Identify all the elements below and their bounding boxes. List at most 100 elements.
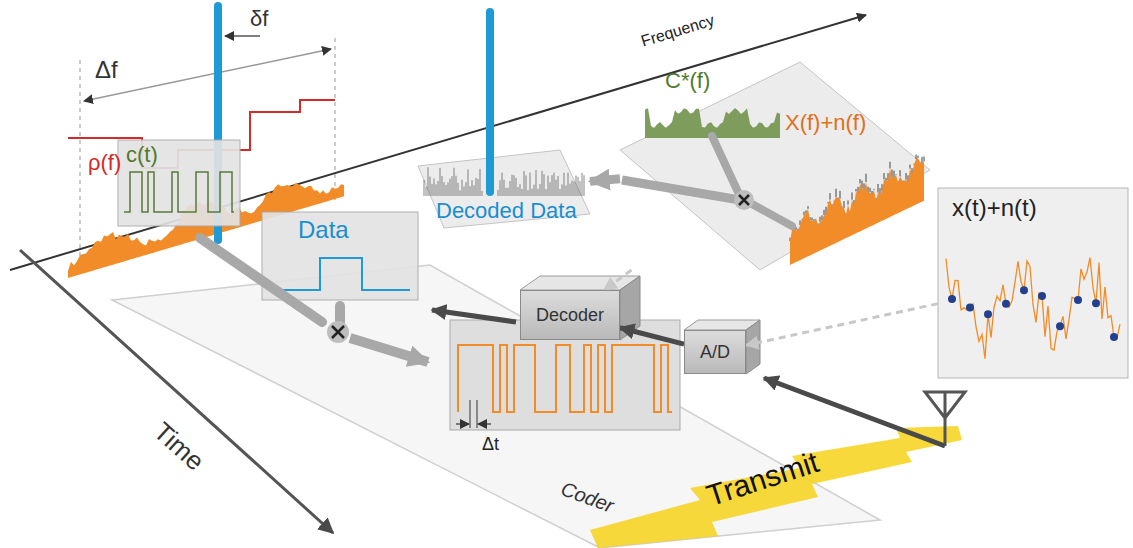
- sample-dot: [1020, 286, 1028, 294]
- noise-floor: [450, 179, 451, 196]
- noise-spectrum: [910, 165, 911, 169]
- sample-dot: [1110, 333, 1118, 341]
- noise-floor: [540, 184, 541, 196]
- noise-spectrum: [880, 188, 881, 194]
- data-wave: [270, 258, 410, 290]
- panel-title: c(t): [126, 142, 158, 167]
- panel-title: X(f)+n(f): [785, 110, 866, 135]
- noise-floor: [552, 175, 553, 196]
- noise-floor: [460, 190, 461, 196]
- noise-spectrum: [884, 173, 885, 179]
- code-wave: [124, 172, 234, 212]
- transmit-band: [590, 426, 962, 548]
- noise-floor: [434, 179, 435, 196]
- tick-line: [477, 400, 478, 428]
- noise-floor: [452, 176, 453, 196]
- noise-floor: [470, 186, 471, 196]
- sample-dot: [1056, 322, 1064, 330]
- noise-spectrum: [840, 191, 841, 199]
- noise-floor: [472, 180, 473, 196]
- noise-spectrum: [866, 174, 867, 182]
- noise-floor: [574, 182, 575, 196]
- dimension-label: Δt: [482, 434, 499, 455]
- connector-arrow: [746, 304, 938, 346]
- noise-floor: [456, 176, 457, 196]
- antenna-feed: [764, 378, 945, 446]
- noise-floor: [548, 176, 549, 196]
- noise-floor: [514, 175, 515, 196]
- noise-floor: [546, 189, 547, 196]
- code-panel: c(t): [118, 140, 240, 226]
- noise-floor: [526, 175, 527, 196]
- panel-title: x(t)+n(t): [952, 194, 1037, 222]
- panel-title: Decoded Data: [436, 198, 577, 223]
- noise-spectrum: [860, 179, 861, 183]
- noise-floor: [518, 187, 519, 196]
- noise-floor: [556, 180, 557, 196]
- guide-line: [335, 38, 336, 200]
- noise-floor: [500, 180, 501, 196]
- noise-floor: [476, 178, 477, 196]
- decoder-box: Decoder: [520, 290, 620, 340]
- noise-spectrum: [906, 173, 907, 180]
- sample-dot: [966, 303, 974, 311]
- noise-floor: [524, 171, 525, 196]
- noise-spectrum: [820, 217, 821, 222]
- sample-dot: [948, 295, 956, 303]
- noise-floor: [502, 173, 503, 196]
- noise-spectrum: [890, 162, 891, 169]
- noise-floor: [564, 173, 565, 196]
- noise-spectrum: [848, 200, 849, 204]
- received-wave: [946, 258, 1120, 359]
- noise-floor: [512, 175, 513, 196]
- noise-floor: [562, 184, 563, 196]
- noise-floor: [428, 167, 429, 196]
- panel-title: C*(f): [665, 68, 710, 93]
- received-spectrum: [790, 158, 924, 265]
- noise-floor: [438, 181, 439, 196]
- noise-floor: [560, 189, 561, 196]
- multiplier-arm: [752, 204, 792, 226]
- spectrum-plane: [620, 62, 930, 270]
- noise-floor: [516, 178, 517, 196]
- noise-floor: [536, 170, 537, 196]
- signal-panel: x(t)+n(t): [938, 188, 1128, 378]
- code-panel: [118, 140, 240, 226]
- dimension-label: δf: [250, 6, 268, 31]
- noise-floor: [510, 181, 511, 196]
- noise-spectrum: [808, 206, 809, 209]
- sample-dot: [1092, 299, 1100, 307]
- noise-floor: [532, 189, 533, 196]
- output-arrow: [432, 310, 516, 322]
- signal-panel: [938, 188, 1128, 378]
- noise-spectrum: [830, 193, 831, 199]
- noise-floor: [426, 187, 427, 196]
- decoded-panel: Decoded Data: [418, 150, 590, 228]
- noise-floor: [572, 181, 573, 196]
- noise-spectrum: [844, 201, 845, 208]
- noise-floor: [542, 171, 543, 196]
- noise-floor: [530, 173, 531, 196]
- converter-box: A/D: [684, 330, 746, 374]
- noise-floor: [474, 185, 475, 196]
- tick-line: [470, 400, 471, 428]
- connector-arrow: [620, 328, 684, 344]
- noise-floor: [534, 185, 535, 196]
- noise-spectrum: [900, 170, 901, 176]
- noise-spectrum: [812, 218, 813, 221]
- noise-floor: [440, 168, 441, 196]
- noise-floor: [424, 180, 425, 196]
- noise-spectrum: [878, 184, 879, 193]
- multiplier-arm: [200, 238, 322, 322]
- noise-floor: [558, 176, 559, 196]
- noise-floor: [508, 188, 509, 196]
- dimension-label: Δf: [95, 56, 118, 84]
- noise-floor: [480, 169, 481, 196]
- multiplier-arm: [622, 180, 740, 200]
- bandwidth-arrow: [84, 49, 331, 101]
- noise-spectrum: [918, 156, 919, 159]
- noise-floor: [442, 176, 443, 196]
- noise-floor: [520, 184, 521, 196]
- noise-floor: [458, 183, 459, 196]
